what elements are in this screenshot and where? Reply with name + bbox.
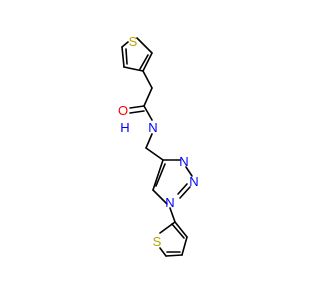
bond (171, 223, 185, 239)
bond (136, 37, 153, 54)
bond (159, 247, 167, 257)
bond (181, 236, 188, 256)
bond (143, 105, 153, 121)
oxygen-atom: O (118, 103, 128, 118)
bond (179, 186, 191, 199)
bond (121, 46, 125, 68)
nitrogen-atom-triazole-2: N (189, 174, 198, 189)
molecule-diagram: S O N H N N N S (118, 34, 199, 257)
hydrogen-atom-amide: H (120, 120, 129, 135)
sulfur-atom-bottom: S (153, 234, 162, 249)
bond (145, 133, 153, 149)
bond (139, 54, 149, 70)
nitrogen-atom-triazole-1: N (165, 195, 174, 210)
bond (155, 163, 166, 187)
bond (123, 66, 144, 72)
atom-labels: S O N H N N N S (118, 34, 199, 249)
sulfur-atom-top: S (129, 34, 138, 49)
nitrogen-atom-triazole-3: N (179, 154, 188, 169)
bond (174, 221, 188, 238)
bond (152, 159, 164, 191)
bonds (121, 37, 193, 257)
bond (143, 87, 153, 107)
bond (152, 189, 168, 205)
bond (169, 207, 176, 223)
nitrogen-atom-amide: N (148, 120, 157, 135)
bond (125, 48, 128, 65)
bond (142, 70, 153, 89)
bond (121, 41, 129, 48)
bond (129, 105, 145, 109)
bond (129, 110, 145, 114)
bond (145, 147, 164, 161)
molecule-svg: S O N H N N N S (118, 34, 199, 257)
bond (165, 254, 183, 257)
bond (142, 52, 153, 72)
bond (185, 166, 193, 177)
bond (177, 183, 188, 195)
